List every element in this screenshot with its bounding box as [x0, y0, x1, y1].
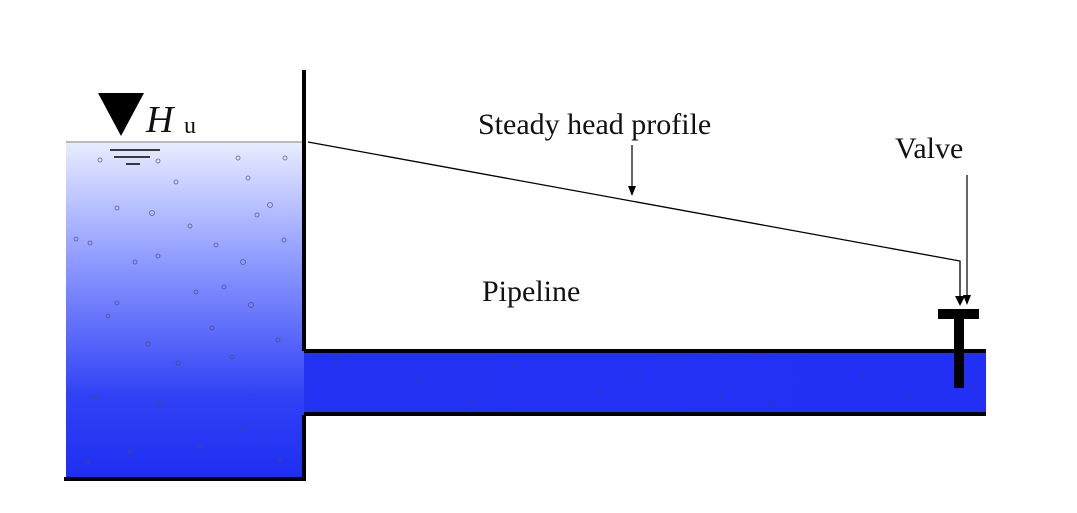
pipeline [304, 349, 986, 416]
steady-head-profile-label: Steady head profile [478, 108, 711, 141]
water-level-triangle-icon [98, 93, 144, 136]
valve-stem [954, 318, 964, 388]
reservoir [64, 141, 306, 481]
pipe-bubbles [334, 360, 910, 405]
steady-head-profile-line [307, 141, 961, 297]
pipeline-label: Pipeline [482, 275, 580, 308]
valve-label: Valve [895, 132, 963, 165]
water-level-symbol [98, 93, 160, 165]
reservoir-water [66, 143, 304, 479]
valve [938, 309, 979, 388]
reservoir-bubbles [73, 155, 288, 465]
head-profile-arrowhead [955, 296, 965, 306]
level-label-subscript: u [184, 113, 196, 139]
head-profile-pointer-arrowhead [628, 186, 636, 196]
valve-handle [938, 309, 979, 319]
level-label-h: H [145, 99, 176, 141]
valve-pointer-arrowhead [963, 295, 971, 305]
pipe-water [304, 352, 986, 413]
